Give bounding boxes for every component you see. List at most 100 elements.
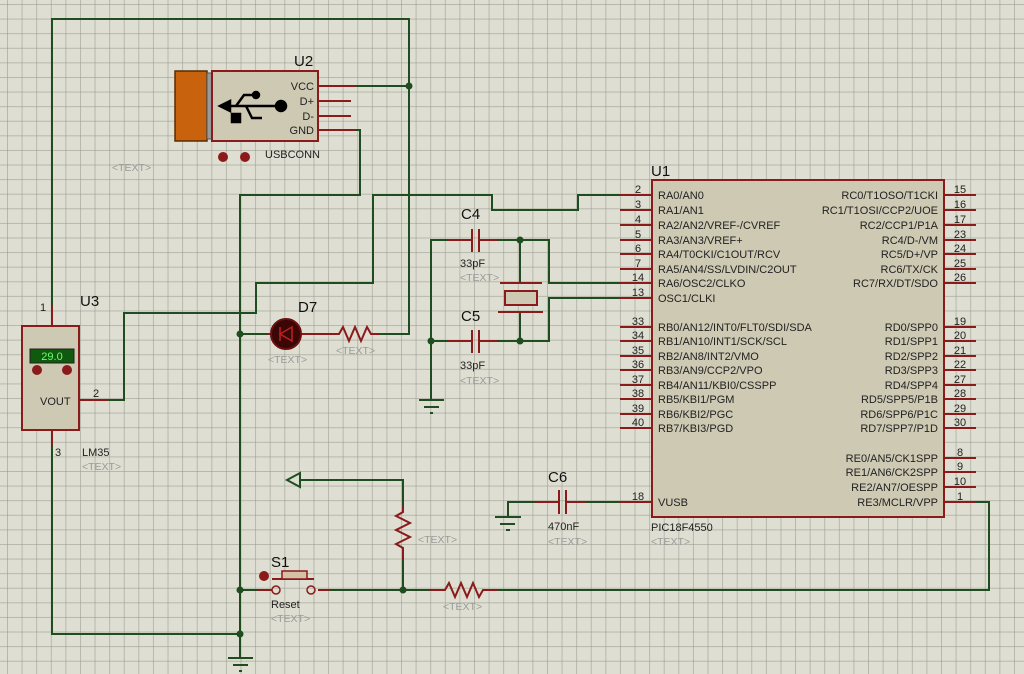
- wire-c4-right[interactable]: [497, 239, 630, 284]
- resistor-text-placeholder: <TEXT>: [336, 345, 375, 357]
- ground-symbols: [228, 399, 521, 672]
- pin-number: 13: [632, 287, 644, 299]
- wire-lm35-gnd[interactable]: [51, 445, 240, 635]
- wire-lm35-out[interactable]: [97, 194, 630, 401]
- pin-name: RB2/AN8/INT2/VMO: [658, 351, 759, 363]
- wire-pullup-top[interactable]: [300, 479, 404, 505]
- capacitor-c4[interactable]: C4 33pF <TEXT>: [448, 206, 499, 284]
- led-text-placeholder: <TEXT>: [268, 354, 307, 366]
- press-button-icon[interactable]: [259, 571, 269, 581]
- terminal-arrow-icon[interactable]: [284, 471, 301, 489]
- pin-number: 28: [954, 388, 966, 400]
- pin-name: RD1/SPP1: [885, 336, 938, 348]
- mcu-ref: U1: [651, 163, 670, 180]
- pin-number: 14: [632, 272, 644, 284]
- resistor-led[interactable]: <TEXT>: [335, 324, 380, 357]
- pin-name: RB3/AN9/CCP2/VPO: [658, 365, 763, 377]
- pin-number: 25: [954, 258, 966, 270]
- sensor-u3[interactable]: 29.0 VOUT 1 2 3 U3 LM35 <TEXT>: [21, 293, 121, 473]
- wire-c4-left[interactable]: [430, 239, 448, 400]
- capacitor-c5[interactable]: C5 33pF <TEXT>: [448, 308, 499, 387]
- pin-name: RA0/AN0: [658, 190, 704, 202]
- sensor-pin-label: VOUT: [40, 396, 71, 408]
- pin-name: RC4/D-/VM: [882, 235, 938, 247]
- crystal[interactable]: [498, 282, 543, 313]
- pin-name: RA4/T0CKI/C1OUT/RCV: [658, 249, 781, 261]
- resistor-pullup[interactable]: <TEXT>: [393, 505, 457, 560]
- pin-number: 35: [632, 345, 644, 357]
- pin-number: 1: [40, 302, 46, 314]
- cap-value: 470nF: [548, 521, 579, 533]
- increment-button[interactable]: [62, 365, 72, 375]
- resistor-mclr[interactable]: <TEXT>: [430, 580, 497, 613]
- pin-number: 18: [632, 491, 644, 503]
- mcu-part: PIC18F4550: [651, 522, 713, 534]
- wire-c6-gnd[interactable]: [507, 501, 535, 517]
- usb-led-icon: [218, 152, 228, 162]
- junctions: [236, 82, 524, 638]
- pin-number: 27: [954, 374, 966, 386]
- usb-plug: [174, 70, 208, 142]
- resistor-text-placeholder: <TEXT>: [418, 534, 457, 546]
- free-text-placeholder[interactable]: <TEXT>: [112, 162, 151, 174]
- wire-usb-gnd[interactable]: [239, 129, 361, 658]
- wire-vcc-top[interactable]: [51, 18, 410, 335]
- cap-text-placeholder: <TEXT>: [460, 272, 499, 284]
- pin-number: 22: [954, 359, 966, 371]
- led-d7[interactable]: D7 <TEXT>: [268, 299, 335, 366]
- pin-number: 4: [635, 214, 641, 226]
- cap-ref: C5: [461, 308, 480, 325]
- usb-connector-u2[interactable]: VCC D+ D- GND U2 USBCONN: [174, 53, 355, 162]
- pin-number: 5: [635, 229, 641, 241]
- sensor-body: [21, 325, 80, 431]
- pin-name: RE3/MCLR/VPP: [857, 497, 938, 509]
- pin-number: 8: [957, 447, 963, 459]
- cap-ref: C4: [461, 206, 480, 223]
- decrement-button[interactable]: [32, 365, 42, 375]
- reset-button-s1[interactable]: S1 Reset <TEXT>: [258, 554, 330, 625]
- pin-number: 21: [954, 345, 966, 357]
- cap-text-placeholder: <TEXT>: [460, 375, 499, 387]
- capacitor-c6[interactable]: C6 470nF <TEXT>: [535, 469, 587, 548]
- usb-part: USBCONN: [265, 149, 320, 161]
